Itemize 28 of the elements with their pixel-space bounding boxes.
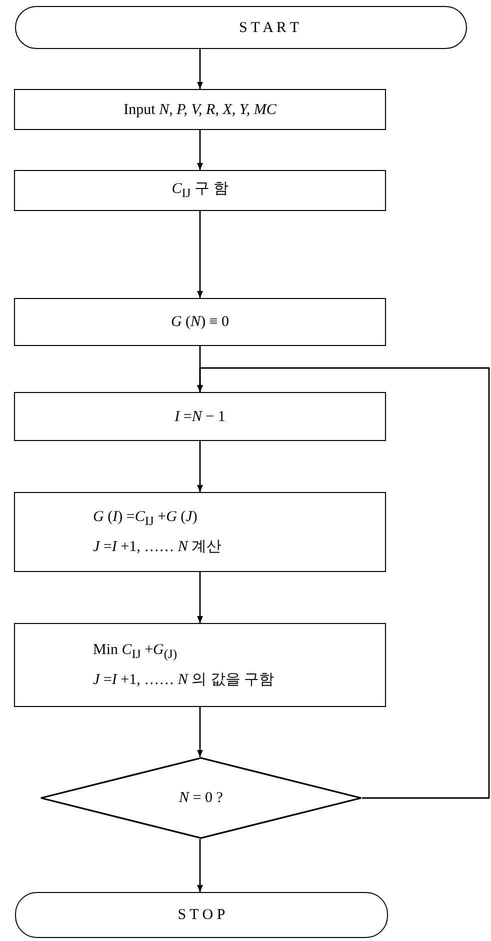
formula-text: Min C$_{IJ}$ +G$_{(J)}$ (93, 641, 178, 663)
arrow (197, 572, 203, 623)
condition-text: N = 0 ? (179, 789, 223, 808)
process-box (14, 392, 386, 441)
arrow (197, 130, 203, 170)
formula-text: I =N − 1 (174, 408, 226, 426)
formula-text: G (I) =C$_{IJ}$ +G (J) (93, 508, 198, 530)
process-box (14, 170, 386, 211)
formula-text: C$_{IJ}$ 구 함 (172, 180, 228, 202)
decision-diamond (40, 757, 362, 839)
process-box (14, 89, 386, 130)
formula-text: Input N, P, V, R, X, Y, MC (124, 100, 276, 120)
arrow (197, 707, 203, 757)
arrow (197, 367, 490, 799)
process-box (14, 623, 386, 707)
process-box (14, 492, 386, 572)
process-box (14, 298, 386, 346)
terminal-shape (15, 6, 467, 49)
terminal-shape (15, 892, 388, 938)
terminal-label: S T O P (178, 906, 226, 925)
terminal-label: S T A R T (238, 18, 300, 38)
formula-text: G (N) ≡ 0 (170, 313, 230, 332)
arrow (197, 839, 203, 892)
arrow (197, 211, 203, 298)
formula-text: J =I +1, …… N 계산 (93, 538, 222, 557)
formula-text: J =I +1, …… N 의 값을 구함 (93, 671, 274, 690)
arrow (197, 49, 203, 89)
arrow (197, 441, 203, 492)
